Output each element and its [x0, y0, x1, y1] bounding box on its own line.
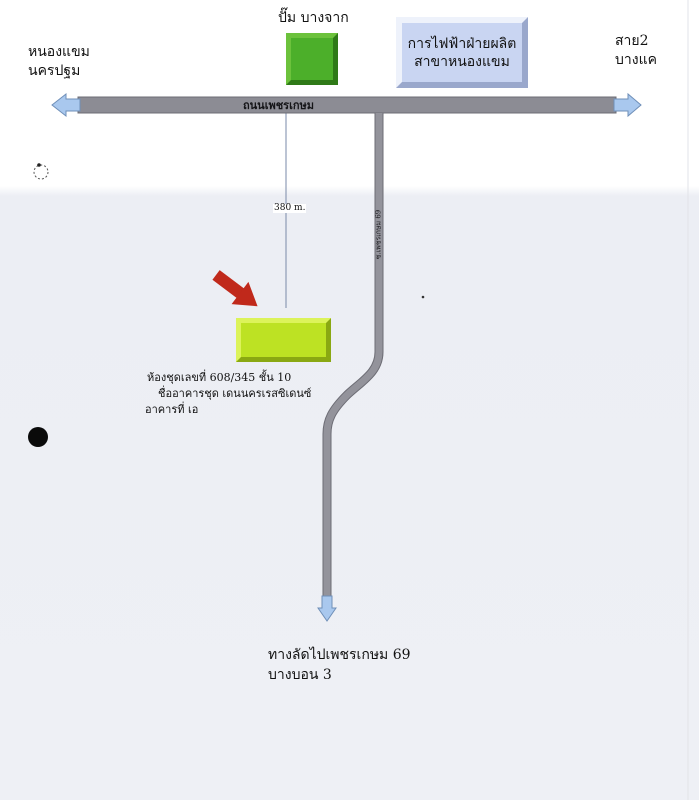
distance-label: 380 m. [273, 203, 307, 213]
egat-office-line2: สาขาหนองแขม [414, 53, 510, 70]
east-destination-line1: สาย2 [615, 33, 649, 49]
pump-label: ปั๊ม บางจาก [278, 10, 349, 26]
east-destination-line2: บางแค [615, 52, 657, 68]
main-road-east-arrow [613, 92, 642, 118]
main-road [77, 96, 617, 114]
red-arrow-icon [212, 270, 258, 307]
egat-office-label: การไฟฟ้าฝ่ายผลิต สาขาหนองแขม [402, 23, 522, 82]
scan-speck [421, 295, 425, 299]
soi-road-label: ซ.เพชรเกษม 69 [374, 209, 383, 260]
south-destination-line1: ทางลัดไปเพชรเกษม 69 [268, 647, 411, 663]
soi-road [322, 113, 384, 598]
condo-building-marker [236, 318, 331, 362]
main-road-label: ถนนเพชรเกษม [243, 99, 315, 112]
egat-office-line1: การไฟฟ้าฝ่ายผลิต [407, 35, 517, 52]
west-destination-line1: หนองแขม [28, 44, 90, 60]
unit-address-line2: ชื่ออาคารชุด เดนนครเรสซิเดนซ์ [158, 387, 312, 400]
pump-marker [286, 33, 338, 85]
unit-address-line1: ห้องชุดเลขที่ 608/345 ชั้น 10 [147, 371, 292, 384]
west-destination-line2: นครปฐม [28, 63, 81, 79]
soi-road-south-arrow [317, 595, 337, 622]
main-road-west-arrow [51, 92, 81, 118]
unit-address-line3: อาคารที่ เอ [145, 403, 199, 416]
compass-mark-icon [33, 163, 49, 180]
hole-punch [28, 427, 48, 447]
south-destination-line2: บางบอน 3 [268, 667, 332, 683]
egat-office-box [396, 17, 528, 88]
